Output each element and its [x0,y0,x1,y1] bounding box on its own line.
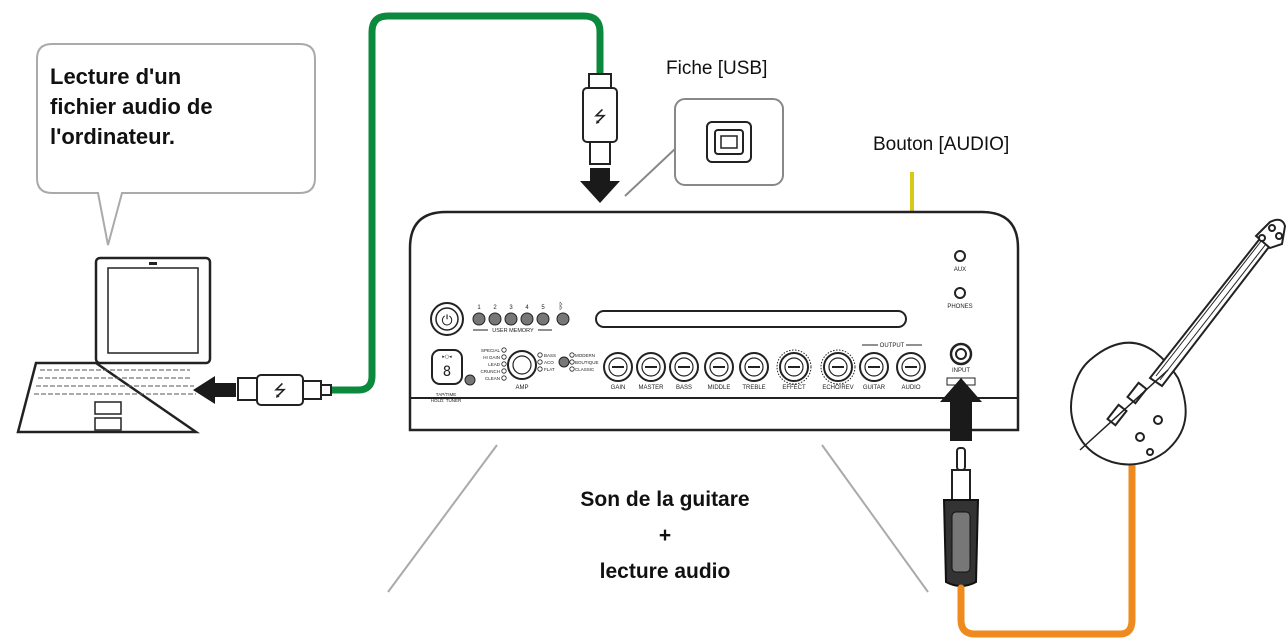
caption-line-1: Son de la guitare [580,488,750,511]
memory-1: 1 [477,305,481,311]
knob-label-master: MASTER [638,385,664,391]
eq-type-2: ACO [544,360,554,365]
caption-line-3: lecture audio [599,560,731,583]
sound-line-right [821,444,929,593]
usb-b-plug: ⭍ [582,73,618,165]
laptop [16,256,212,434]
power-button: ⏻ [430,302,464,336]
voicing-type-3: CLASSIC [575,367,595,372]
voicing-button [558,356,570,368]
sound-line-left [387,444,498,593]
knob-label-gain: GAIN [611,385,626,391]
knob-label-echo-rev: ECHO/REV [822,385,853,391]
memory-2: 2 [493,305,497,311]
phones-jack [954,287,966,299]
amp-label: AMP [515,385,528,391]
knob-label-middle: MIDDLE [708,385,731,391]
eq-leds [537,352,575,372]
input-jack [949,342,973,366]
usb-cable [326,12,604,394]
bubble-line-2: fichier audio de [50,94,213,119]
output-label: OUTPUT [880,343,905,349]
aux-jack [954,250,966,262]
caption-line-2: + [658,524,672,547]
input-label: INPUT [952,368,970,374]
svg-text:⭍: ⭍ [593,107,606,126]
aux-label: AUX [954,267,966,273]
svg-text:▸○◂: ▸○◂ [442,354,452,360]
eq-type-3: FLAT [544,367,555,372]
amp-type-4: CRUNCH [481,369,501,374]
speech-bubble-text: Lecture d'un fichier audio de l'ordinate… [50,62,290,152]
knob-label-audio: AUDIO [901,385,920,391]
bubble-line-1: Lecture d'un [50,64,182,89]
electric-guitar [1070,218,1286,466]
amp-type-1: SPECIAL [481,348,501,353]
amp-type-5: CLEAN [485,376,500,381]
amp-knob [507,350,537,380]
usb-jack-callout [624,98,784,197]
amp-type-2: HI GAIN [483,355,500,360]
tap-time-label: TAP/TIME [436,392,456,397]
svg-text:ᛒ: ᛒ [558,301,563,312]
usb-a-plug: ⭍ [193,374,332,406]
knob-label-treble: TREBLE [742,385,765,391]
guitar-jack-plug [942,447,980,587]
svg-text:8: 8 [443,364,451,380]
voicing-type-2: BOUTIQUE [575,360,599,365]
user-memory-buttons: ᛒ [472,301,570,331]
amp-type-leds [501,347,507,381]
voicing-type-1: MODERN [575,353,595,358]
control-knobs [603,349,926,385]
memory-4: 4 [525,305,529,311]
memory-5: 5 [541,305,545,311]
memory-3: 3 [509,305,513,311]
audio-knob-label: Bouton [AUDIO] [873,134,1010,155]
usb-jack-label: Fiche [USB] [666,58,768,79]
knob-label-bass: BASS [676,385,692,391]
knob-label-effect: EFFECT [782,385,806,391]
phones-label: PHONES [947,304,972,310]
amp-body [408,210,1020,432]
input-arrow [940,378,982,441]
knob-label-guitar: GUITAR [863,385,886,391]
bubble-line-3: l'ordinateur. [50,124,176,149]
guitar-cable [957,458,1136,638]
svg-text:⏻: ⏻ [441,313,452,329]
result-caption: Son de la guitare + lecture audio [500,482,830,590]
svg-text:⭍: ⭍ [273,381,286,400]
eq-type-1: BASS [544,353,556,358]
usb-arrow [580,168,620,203]
hold-tuner-label: HOLD: TUNER [431,398,462,403]
user-memory-label: USER MEMORY [492,328,534,334]
tuner-display: ▸○◂ 8 [431,349,476,386]
amp-type-3: LEAD [488,362,501,367]
speech-bubble [36,43,316,246]
